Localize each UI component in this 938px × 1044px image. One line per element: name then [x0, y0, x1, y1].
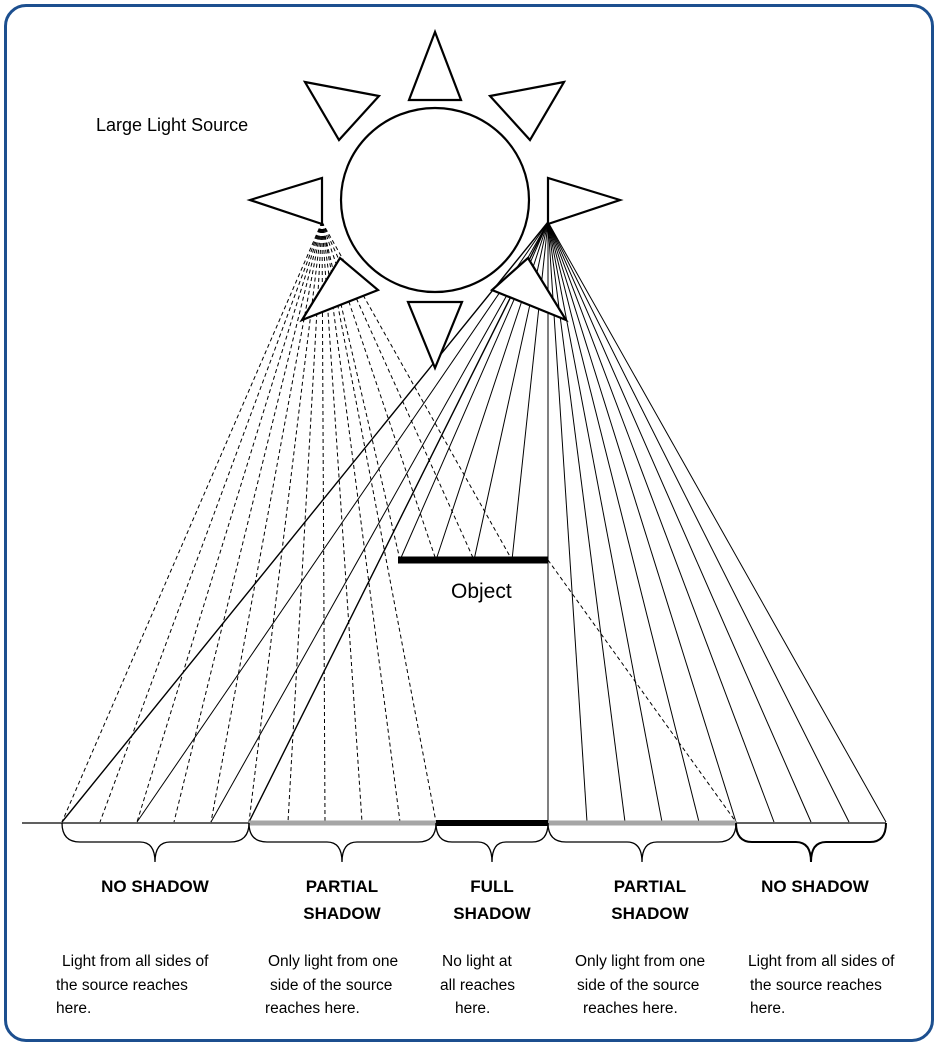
solid-light-rays [62, 222, 886, 822]
dashed-ray [62, 222, 322, 822]
region-description: Light from all sides of [62, 953, 209, 970]
light-source [250, 32, 620, 368]
region-description: reaches here. [265, 1000, 360, 1017]
object-label: Object [451, 580, 512, 603]
region-description: Only light from one [575, 953, 705, 970]
sun-disc [341, 108, 529, 292]
solid-ray [548, 222, 811, 822]
sun-ray-bottom [408, 302, 462, 368]
region-title: SHADOW [453, 904, 531, 923]
solid-ray [548, 222, 662, 822]
brace-no-shadow-left [62, 823, 249, 862]
region-description: reaches here. [583, 1000, 678, 1017]
dashed-ray [174, 222, 322, 822]
dashed-ray [100, 222, 322, 822]
region-braces [62, 823, 886, 862]
solid-ray [548, 222, 699, 822]
region-description: all reaches [440, 977, 515, 994]
solid-ray [548, 222, 849, 822]
region-description: here. [750, 1000, 785, 1017]
solid-ray [211, 222, 548, 822]
region-title: PARTIAL [614, 877, 686, 896]
dashed-ray [548, 560, 736, 822]
region-description: the source reaches [56, 977, 188, 994]
region-description: side of the source [270, 977, 392, 994]
sun-ray-top-left [305, 82, 379, 140]
brace-full-shadow [436, 823, 548, 862]
solid-ray [548, 222, 886, 822]
sun-ray-top-right [490, 82, 564, 140]
region-description: No light at [442, 953, 512, 970]
sun-ray-left [250, 178, 322, 224]
region-title: NO SHADOW [101, 877, 210, 896]
source-label: Large Light Source [96, 115, 248, 135]
solid-ray [548, 222, 774, 822]
region-description: side of the source [577, 977, 699, 994]
region-title: FULL [470, 877, 513, 896]
region-title: PARTIAL [306, 877, 378, 896]
brace-no-shadow-right [736, 823, 886, 862]
region-title: SHADOW [611, 904, 689, 923]
brace-partial-shadow-right [548, 823, 736, 862]
brace-partial-shadow-left [249, 823, 436, 862]
sun-ray-right [548, 178, 620, 224]
sun-ray-bottom-left [302, 258, 378, 320]
region-description: here. [56, 1000, 91, 1017]
region-description: Light from all sides of [748, 953, 895, 970]
region-title: NO SHADOW [761, 877, 870, 896]
region-description: here. [455, 1000, 490, 1017]
dashed-ray [322, 222, 400, 822]
region-description: Only light from one [268, 953, 398, 970]
solid-ray [548, 222, 736, 822]
region-description: the source reaches [750, 977, 882, 994]
region-title: SHADOW [303, 904, 381, 923]
sun-ray-top [409, 32, 461, 100]
